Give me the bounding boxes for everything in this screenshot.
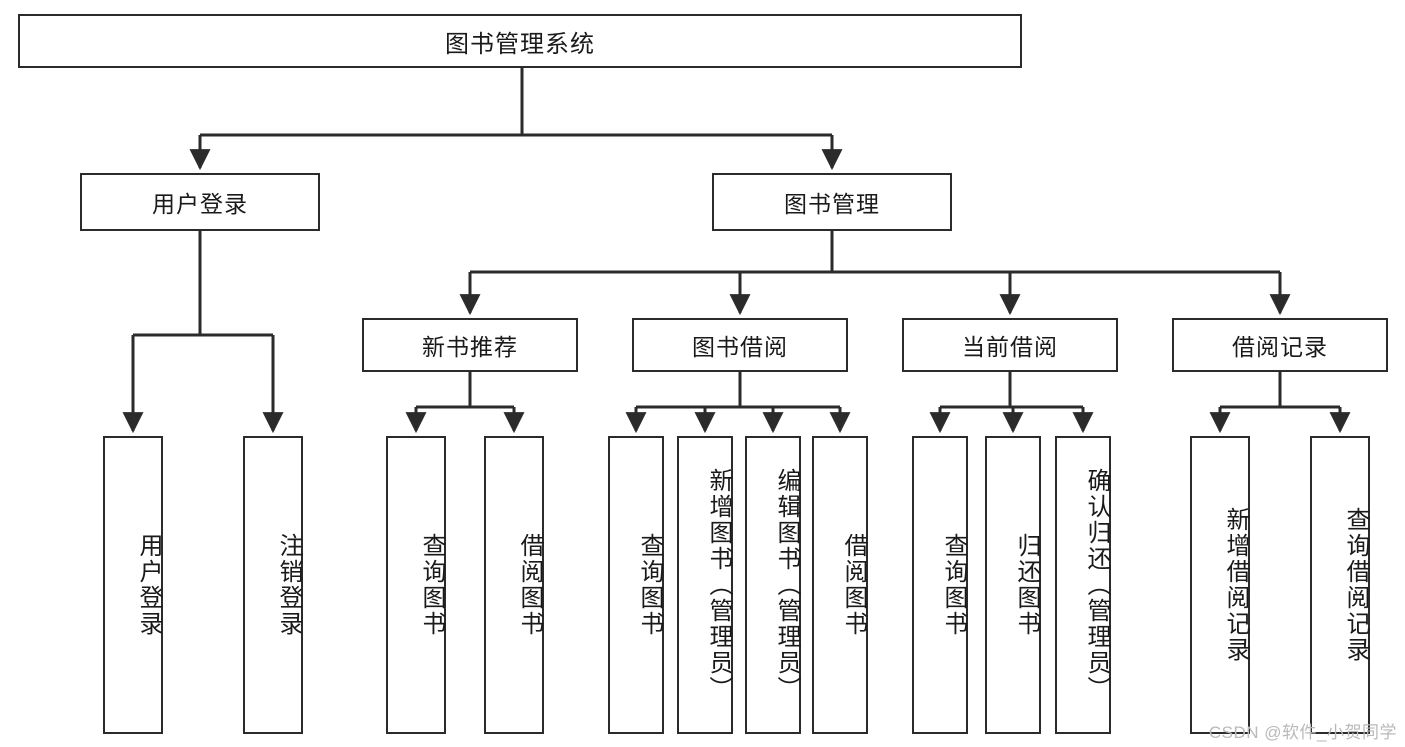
node-leaf-current-query-book[interactable]: 查询图书 bbox=[912, 436, 968, 734]
node-leaf-record-query-label: 查询借阅记录 bbox=[1342, 507, 1369, 663]
node-root-label: 图书管理系统 bbox=[445, 30, 595, 58]
node-leaf-user-login[interactable]: 用户登录 bbox=[103, 436, 163, 734]
node-new-book-recommend[interactable]: 新书推荐 bbox=[362, 318, 578, 372]
node-user-login[interactable]: 用户登录 bbox=[80, 173, 320, 231]
node-leaf-current-confirm-return-label: 确认归还（管理员） bbox=[1083, 468, 1110, 702]
node-leaf-borrow-query-book-label: 查询图书 bbox=[636, 533, 663, 637]
node-leaf-borrow-add-book-label: 新增图书（管理员） bbox=[705, 468, 732, 702]
node-leaf-current-return-book-label: 归还图书 bbox=[1013, 533, 1040, 637]
node-root[interactable]: 图书管理系统 bbox=[18, 14, 1022, 68]
node-current-borrow[interactable]: 当前借阅 bbox=[902, 318, 1118, 372]
node-borrow-record[interactable]: 借阅记录 bbox=[1172, 318, 1388, 372]
node-leaf-record-add-label: 新增借阅记录 bbox=[1222, 507, 1249, 663]
node-leaf-user-login-label: 用户登录 bbox=[135, 533, 162, 637]
node-book-manage-label: 图书管理 bbox=[784, 191, 880, 217]
node-leaf-user-logout-label: 注销登录 bbox=[275, 533, 302, 637]
node-new-book-recommend-label: 新书推荐 bbox=[422, 334, 518, 360]
node-leaf-recommend-borrow-book[interactable]: 借阅图书 bbox=[484, 436, 544, 734]
node-leaf-user-logout[interactable]: 注销登录 bbox=[243, 436, 303, 734]
node-leaf-record-add[interactable]: 新增借阅记录 bbox=[1190, 436, 1250, 734]
node-leaf-recommend-borrow-book-label: 借阅图书 bbox=[516, 533, 543, 637]
node-borrow-record-label: 借阅记录 bbox=[1232, 334, 1328, 360]
node-leaf-current-confirm-return[interactable]: 确认归还（管理员） bbox=[1055, 436, 1111, 734]
node-leaf-borrow-borrow-book[interactable]: 借阅图书 bbox=[812, 436, 868, 734]
node-leaf-borrow-edit-book[interactable]: 编辑图书（管理员） bbox=[745, 436, 801, 734]
node-leaf-recommend-query-book-label: 查询图书 bbox=[418, 533, 445, 637]
node-leaf-borrow-edit-book-label: 编辑图书（管理员） bbox=[773, 468, 800, 702]
node-book-borrow[interactable]: 图书借阅 bbox=[632, 318, 848, 372]
node-user-login-label: 用户登录 bbox=[152, 191, 248, 217]
node-book-manage[interactable]: 图书管理 bbox=[712, 173, 952, 231]
node-leaf-borrow-add-book[interactable]: 新增图书（管理员） bbox=[677, 436, 733, 734]
node-leaf-recommend-query-book[interactable]: 查询图书 bbox=[386, 436, 446, 734]
node-leaf-current-query-book-label: 查询图书 bbox=[940, 533, 967, 637]
node-book-borrow-label: 图书借阅 bbox=[692, 334, 788, 360]
node-leaf-current-return-book[interactable]: 归还图书 bbox=[985, 436, 1041, 734]
node-leaf-record-query[interactable]: 查询借阅记录 bbox=[1310, 436, 1370, 734]
node-leaf-borrow-query-book[interactable]: 查询图书 bbox=[608, 436, 664, 734]
node-current-borrow-label: 当前借阅 bbox=[962, 334, 1058, 360]
node-leaf-borrow-borrow-book-label: 借阅图书 bbox=[840, 533, 867, 637]
